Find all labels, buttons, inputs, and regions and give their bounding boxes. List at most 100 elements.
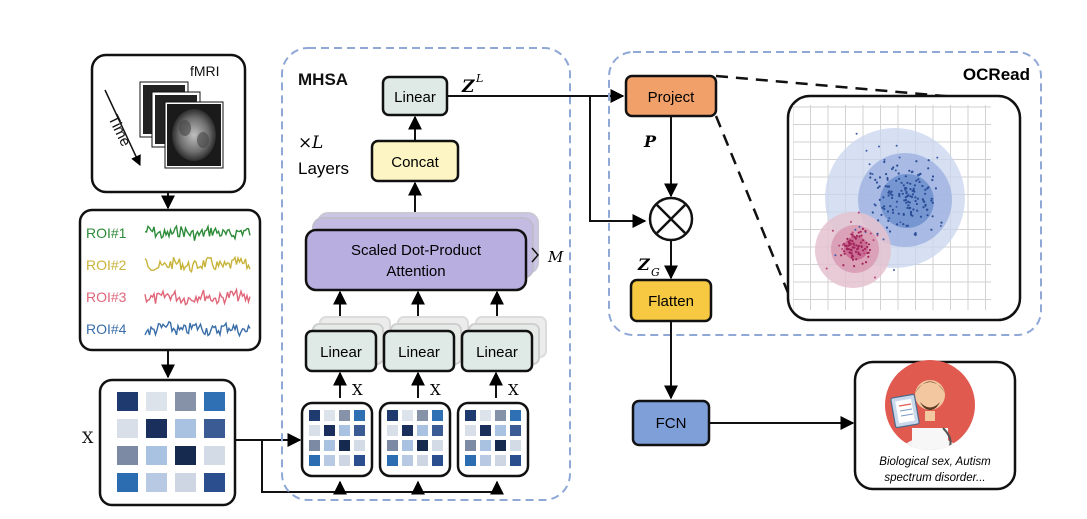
roi-signal-2: [144, 255, 251, 274]
p-label: P: [643, 132, 657, 151]
matrix-cell: [117, 392, 138, 411]
linear-top-label: Linear: [394, 89, 436, 106]
small-matrix-cell: [432, 410, 443, 421]
small-matrix-cell: [402, 440, 413, 451]
flatten-label: Flatten: [648, 293, 694, 310]
small-matrix-cell: [510, 455, 521, 466]
roi-label-1: ROI#1: [86, 225, 127, 241]
linear-label-3: Linear: [476, 344, 518, 361]
small-matrix-cell: [354, 455, 365, 466]
linear-label-2: Linear: [398, 344, 440, 361]
small-matrix-cell: [465, 440, 476, 451]
small-matrix-cell: [495, 425, 506, 436]
small-matrix-cell: [417, 440, 428, 451]
x-to-mhsa-arrows: [235, 433, 504, 495]
matrix-cell: [146, 392, 167, 411]
input-matrices: [300, 401, 530, 478]
x-input-label-2: X: [430, 381, 441, 399]
linear-box-3: [460, 329, 534, 373]
multiply-icon: [648, 196, 694, 242]
matrix-cell: [204, 473, 225, 492]
small-matrix-cell: [387, 425, 398, 436]
ocread-title: OCRead: [963, 65, 1030, 84]
fmri-panel: fMRI Time: [90, 53, 247, 194]
linear-label-1: Linear: [320, 344, 362, 361]
output-panel: Biological sex, Autism spectrum disorder…: [853, 360, 1017, 491]
fcn-label: FCN: [656, 415, 687, 432]
roi-label-4: ROI#4: [86, 321, 127, 337]
x-input-label-1: X: [352, 381, 363, 399]
blue-inner-circle: [880, 174, 934, 228]
roi-signal-3: [144, 287, 251, 306]
z-label: Z: [461, 77, 475, 97]
small-matrix-cell: [354, 425, 365, 436]
roi-timeseries-panel: ROI#1 ROI#2 ROI#3 ROI#4: [78, 208, 262, 352]
output-line2: spectrum disorder...: [884, 472, 985, 484]
roi-signal-1: [144, 223, 251, 241]
small-matrix-cell: [510, 425, 521, 436]
attention-line2: Attention: [386, 263, 445, 280]
scatter-points: [825, 132, 943, 279]
small-matrix-cell: [354, 410, 365, 421]
matrix-cell: [204, 419, 225, 438]
small-matrix-cell: [417, 455, 428, 466]
small-matrix-cell: [339, 410, 350, 421]
small-matrix-cell: [510, 410, 521, 421]
small-matrix-cell: [309, 410, 320, 421]
z-superscript: L: [475, 72, 483, 85]
matrix-cell: [117, 419, 138, 438]
matrix-cell: [117, 446, 138, 465]
small-matrix-cell: [309, 440, 320, 451]
matrix-cell: [204, 446, 225, 465]
attention-stack: Scaled Dot-Product Attention M: [304, 212, 564, 292]
zg-subscript: G: [651, 266, 660, 279]
small-matrix-cell: [339, 425, 350, 436]
attention-box: [304, 228, 528, 292]
x-matrix-panel: X: [82, 378, 237, 507]
small-matrix-cell: [387, 410, 398, 421]
attention-line1: Scaled Dot-Product: [351, 242, 482, 259]
small-matrix-cell: [402, 455, 413, 466]
matrix-cell: [146, 446, 167, 465]
correlation-matrix: [117, 392, 225, 492]
small-matrix-cell: [417, 410, 428, 421]
roi-label-2: ROI#2: [86, 257, 127, 273]
fcn-block: FCN: [631, 399, 711, 447]
small-matrix-cell: [339, 440, 350, 451]
matrix-cell: [204, 392, 225, 411]
small-matrix-cell: [465, 425, 476, 436]
ocread-block: OCRead Project P Z G Flatten: [608, 51, 1042, 336]
layers-times: ×: [298, 133, 312, 153]
output-line1: Biological sex, Autism: [879, 456, 991, 468]
small-matrix-cell: [495, 455, 506, 466]
small-matrix-cell: [417, 425, 428, 436]
small-matrix-cell: [495, 440, 506, 451]
clipboard-icon: [890, 393, 920, 429]
concat-label: Concat: [391, 154, 439, 171]
fmri-slices: [139, 81, 224, 169]
small-matrix-cell: [495, 410, 506, 421]
small-matrix-cell: [387, 440, 398, 451]
linear-box-1: [304, 329, 378, 373]
small-matrix-cell: [324, 425, 335, 436]
project-label: Project: [648, 89, 696, 106]
small-matrix-cell: [339, 455, 350, 466]
mhsa-title: MHSA: [298, 70, 348, 89]
small-matrix-cell: [354, 440, 365, 451]
small-matrix-cell: [402, 410, 413, 421]
small-matrix-cell: [432, 455, 443, 466]
roi-signal-4: [144, 320, 251, 338]
zl-arrows: [447, 89, 647, 228]
small-matrix-cell: [402, 425, 413, 436]
small-matrix-cell: [480, 455, 491, 466]
matrix-cell: [146, 419, 167, 438]
matrix-cell: [117, 473, 138, 492]
matrix-cell: [175, 392, 196, 411]
matrix-cell: [175, 446, 196, 465]
zg-label: Z: [637, 255, 651, 274]
cluster-scatter-panel: [786, 94, 1022, 322]
linear-box-2: [382, 329, 456, 373]
heads-label: M: [547, 248, 564, 266]
